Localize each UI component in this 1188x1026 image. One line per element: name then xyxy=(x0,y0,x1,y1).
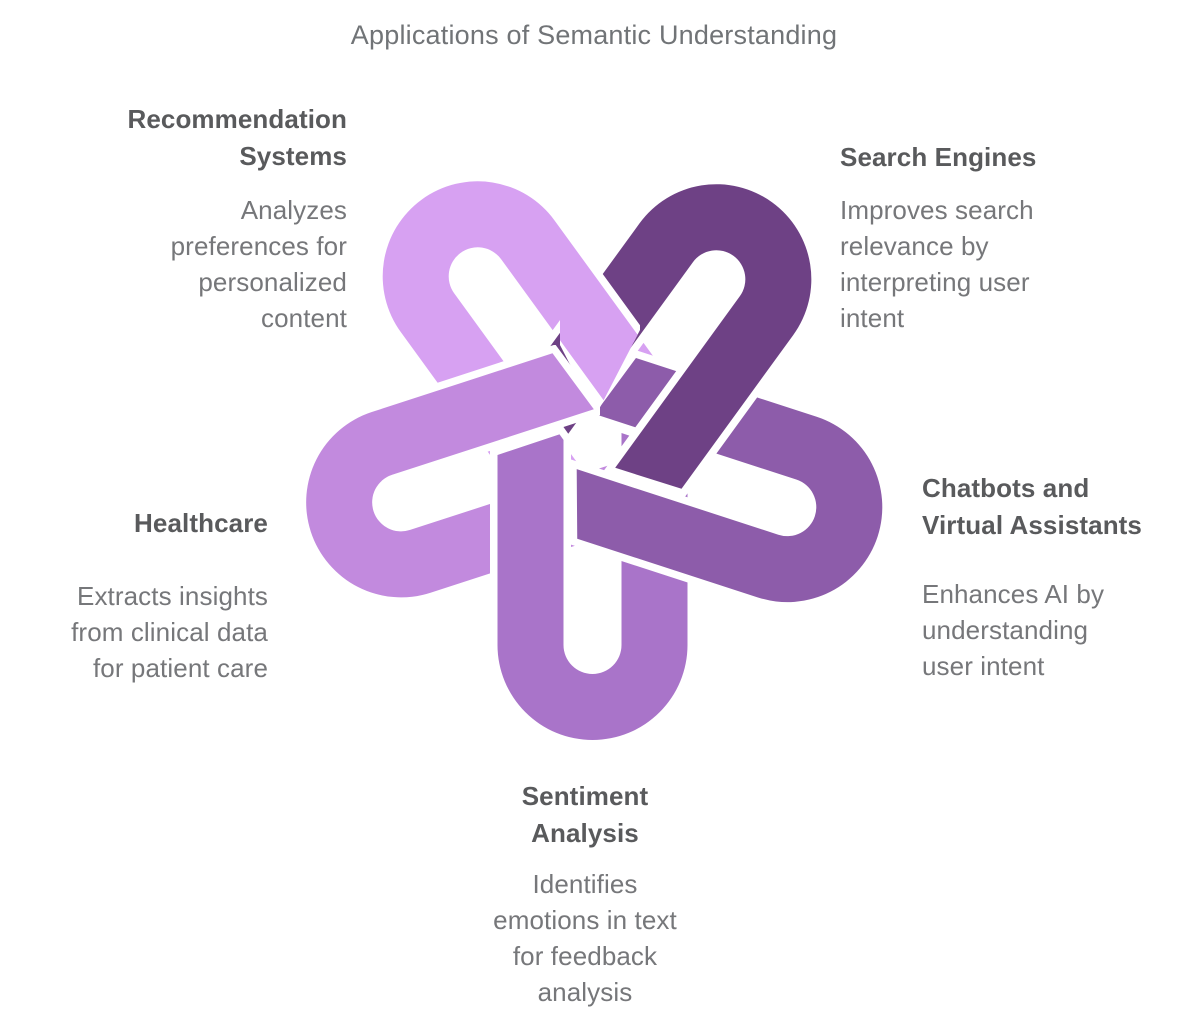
item-heading-search-engines: Search Engines xyxy=(840,142,1037,172)
item-description-healthcare: Extracts insights from clinical data for… xyxy=(71,581,268,683)
item-description-recommendation-systems: Analyzes preferences for personalized co… xyxy=(170,195,347,333)
item-description-chatbots-virtual-assistants: Enhances AI by understanding user intent xyxy=(922,579,1105,681)
item-heading-healthcare: Healthcare xyxy=(134,508,268,538)
item-healthcare: Healthcare Extracts insights from clinic… xyxy=(0,505,268,686)
item-sentiment-analysis: Sentiment Analysis Identifies emotions i… xyxy=(435,778,735,1010)
item-chatbots-virtual-assistants: Chatbots and Virtual Assistants Enhances… xyxy=(922,470,1188,684)
item-recommendation-systems: Recommendation Systems Analyzes preferen… xyxy=(17,101,347,336)
item-search-engines: Search Engines Improves search relevance… xyxy=(840,139,1140,336)
item-description-search-engines: Improves search relevance by interpretin… xyxy=(840,195,1034,333)
item-heading-recommendation-systems: Recommendation Systems xyxy=(127,104,347,171)
item-description-sentiment-analysis: Identifies emotions in text for feedback… xyxy=(493,869,677,1007)
item-heading-chatbots-virtual-assistants: Chatbots and Virtual Assistants xyxy=(922,473,1142,540)
item-heading-sentiment-analysis: Sentiment Analysis xyxy=(521,781,649,848)
page-title: Applications of Semantic Understanding xyxy=(350,20,838,50)
